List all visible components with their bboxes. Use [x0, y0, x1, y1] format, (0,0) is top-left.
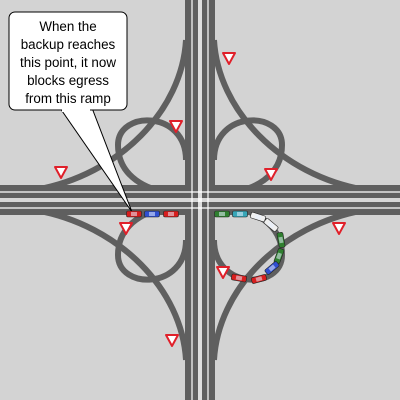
ramp-nw [34, 39, 189, 193]
car-icon [250, 211, 266, 223]
ramp-sw [34, 207, 189, 361]
car-icon [126, 210, 142, 218]
car-icon [214, 210, 230, 218]
callout-line: from this ramp [25, 91, 111, 106]
callout-line: blocks egress [27, 73, 109, 88]
yield-sign-icon [54, 166, 68, 179]
yield-sign-icon [264, 168, 278, 181]
car-icon [263, 218, 279, 232]
yield-sign-icon [332, 222, 346, 235]
callout-line: When the [39, 19, 96, 34]
callout: When the backup reaches this point, it n… [8, 11, 133, 213]
car-icon [231, 273, 247, 283]
cars [126, 210, 286, 284]
yield-sign-icon [119, 222, 133, 235]
yield-signs [54, 52, 346, 347]
yield-sign-icon [222, 52, 236, 65]
callout-seam [62, 106, 90, 112]
yield-sign-icon [169, 120, 183, 133]
yield-sign-icon [216, 266, 230, 279]
callout-line: backup reaches [21, 37, 116, 52]
car-icon [163, 210, 179, 218]
car-icon [276, 232, 286, 248]
car-icon [251, 274, 267, 284]
ramp-ne [211, 39, 366, 193]
car-icon [144, 210, 160, 218]
car-icon [264, 261, 280, 275]
yield-sign-icon [165, 334, 179, 347]
ramp-se [211, 207, 366, 361]
vertical-highway [185, 0, 215, 400]
car-icon [232, 210, 248, 218]
callout-line: this point, it now [20, 55, 116, 70]
